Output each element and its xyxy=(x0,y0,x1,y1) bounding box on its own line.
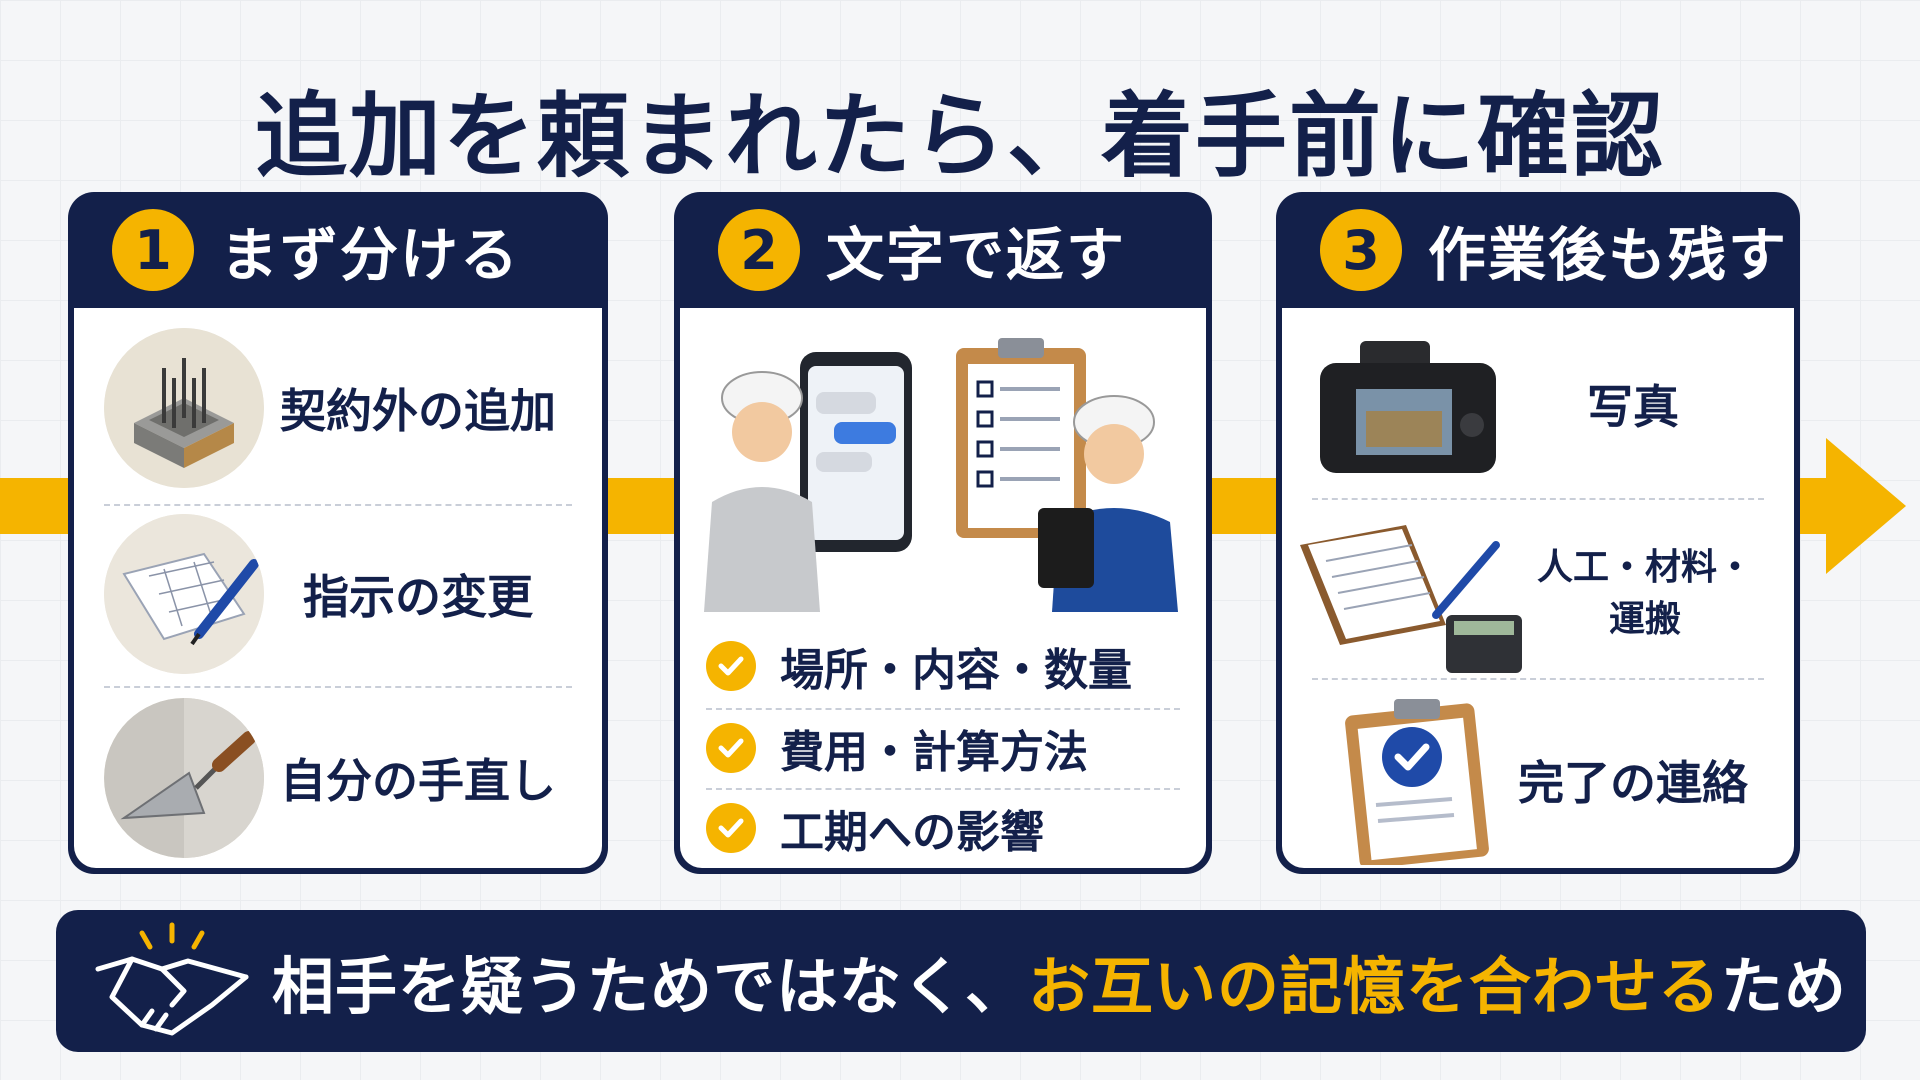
checklist-item-label: 場所・内容・数量 xyxy=(780,645,1132,696)
checklist-item: 場所・内容・数量 xyxy=(706,628,1180,704)
footer-banner: 相手を疑うためではなく、お互いの記憶を合わせるため xyxy=(56,910,1866,1052)
list-item-label: 人工・材料・運搬 xyxy=(1536,547,1753,640)
list-item: 指示の変更 xyxy=(104,504,572,684)
step-card-header: 2 文字で返す xyxy=(674,192,1212,308)
checklist-item-label: 工期への影響 xyxy=(780,807,1044,858)
check-icon xyxy=(706,803,756,853)
step-number-badge: 3 xyxy=(1320,209,1402,291)
divider xyxy=(706,708,1180,710)
checklist-item-label: 費用・計算方法 xyxy=(780,727,1088,778)
list-item: 自分の手直し xyxy=(104,688,572,868)
list-item: 契約外の追加 xyxy=(104,318,572,498)
divider xyxy=(104,504,572,506)
footer-highlight-text: お互いの記憶を合わせる xyxy=(1028,950,1722,1023)
workers-illustration xyxy=(694,322,1190,612)
concrete-formwork-icon xyxy=(104,328,264,488)
step-number-badge: 1 xyxy=(112,209,194,291)
page-title: 追加を頼まれたら、着手前に確認 xyxy=(254,83,1665,190)
step-card-title: まず分ける xyxy=(220,221,521,289)
divider xyxy=(104,686,572,688)
clipboard-check-icon xyxy=(1312,695,1502,869)
list-item-label: 写真 xyxy=(1587,380,1679,434)
list-item-label: 自分の手直し xyxy=(280,754,556,808)
step-number-badge: 2 xyxy=(718,209,800,291)
step-card-header: 3 作業後も残す xyxy=(1276,192,1800,308)
list-item-label: 契約外の追加 xyxy=(280,384,556,438)
step-card-body: 場所・内容・数量 費用・計算方法 工期への影響 xyxy=(680,308,1206,868)
checklist-item: 費用・計算方法 xyxy=(706,710,1180,786)
list-item: 完了の連絡 xyxy=(1312,690,1764,870)
check-icon xyxy=(706,641,756,691)
handshake-icon xyxy=(92,921,252,1041)
list-item-label: 指示の変更 xyxy=(303,570,533,624)
footer-text: 相手を疑うためではなく、 xyxy=(272,950,1029,1023)
trowel-icon xyxy=(104,698,264,858)
camera-icon xyxy=(1312,319,1502,489)
notebook-calculator-icon xyxy=(1296,505,1526,675)
step-card-title: 文字で返す xyxy=(826,221,1127,289)
footer-message: 相手を疑うためではなく、お互いの記憶を合わせるため xyxy=(272,936,1847,1026)
divider xyxy=(706,788,1180,790)
step-card-body: 契約外の追加 指示の変更 xyxy=(74,308,602,868)
divider xyxy=(1312,498,1764,500)
checklist-item: 工期への影響 xyxy=(706,790,1180,866)
list-item-label: 完了の連絡 xyxy=(1518,756,1748,810)
step-card-title: 作業後も残す xyxy=(1428,221,1789,289)
step-card-3: 3 作業後も残す 写真 xyxy=(1276,192,1800,874)
flow-arrow-icon xyxy=(1826,438,1906,574)
step-card-1: 1 まず分ける 契約外の追加 xyxy=(68,192,608,874)
list-item: 人工・材料・運搬 xyxy=(1296,500,1764,680)
step-card-body: 写真 人工・材料・運搬 xyxy=(1282,308,1794,870)
step-card-header: 1 まず分ける xyxy=(68,192,608,308)
divider xyxy=(1312,678,1764,680)
footer-text-end: ため xyxy=(1721,950,1848,1023)
check-icon xyxy=(706,723,756,773)
step-card-2: 2 文字で返す xyxy=(674,192,1212,874)
blueprint-pen-icon xyxy=(104,514,264,674)
list-item: 写真 xyxy=(1312,314,1764,494)
